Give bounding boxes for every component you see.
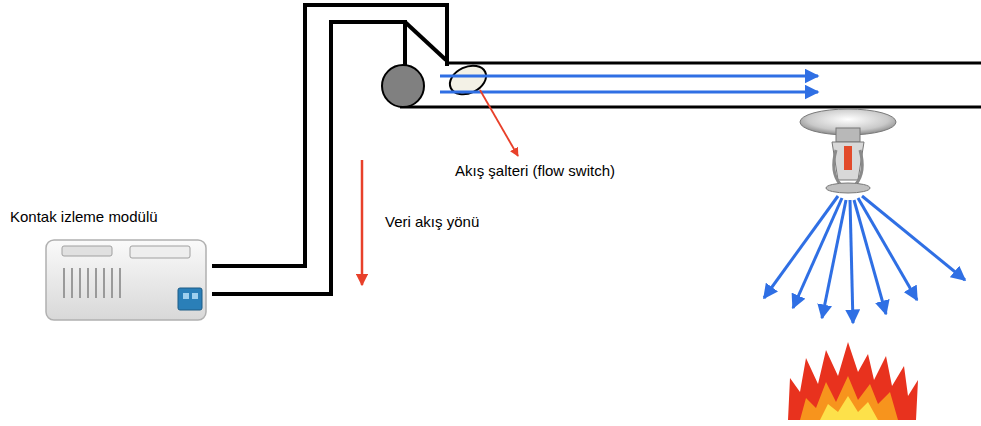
pipe-junction (382, 65, 424, 107)
module-label: Kontak izleme modülü (10, 208, 158, 226)
signal-wire (212, 5, 447, 294)
annotation-label: Akış şalteri (flow switch) (455, 162, 615, 180)
data-direction-arrow (361, 160, 364, 285)
water-flow-arrow (440, 76, 818, 92)
water-spray-arrow (764, 196, 965, 323)
pipe (400, 63, 981, 107)
annotation-label: Veri akış yönü (385, 213, 479, 231)
fire (788, 342, 918, 420)
leader-line (480, 90, 518, 156)
flow-switch (445, 60, 490, 100)
module-label-group: Kontak izleme modülü (10, 208, 158, 226)
contact-monitor-module (46, 240, 206, 320)
sprinkler-head (800, 109, 896, 193)
